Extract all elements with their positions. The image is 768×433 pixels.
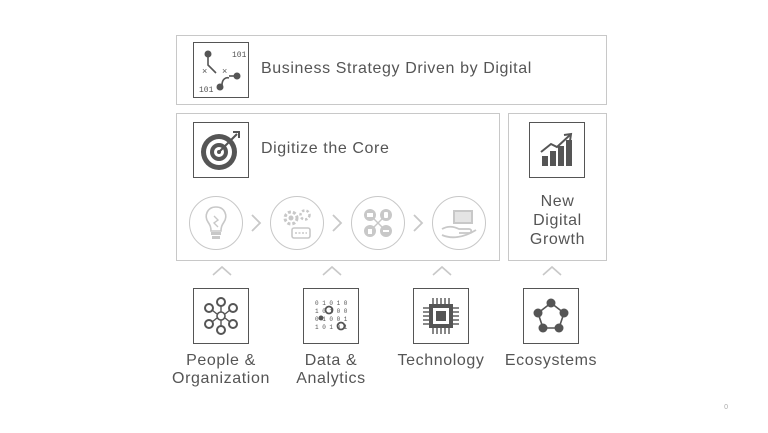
svg-text:101: 101 — [232, 51, 246, 60]
lightbulb-icon — [189, 196, 243, 250]
svg-text:1 0 1 0 1: 1 0 1 0 1 — [315, 324, 348, 331]
chip-icon — [413, 288, 469, 344]
pillar-line1: People & — [186, 352, 256, 369]
caret-up-icon — [542, 265, 562, 276]
pillar-label-ecosystems: Ecosystems — [491, 352, 611, 370]
pillar-line1: Ecosystems — [504, 352, 598, 369]
pillar-label-people: People & Organization — [161, 352, 281, 388]
hand-screen-icon — [432, 196, 486, 250]
growth-title: New Digital Growth — [508, 192, 607, 249]
chevron-right-icon — [332, 214, 343, 232]
ecosystem-network-icon — [523, 288, 579, 344]
caret-up-icon — [322, 265, 342, 276]
gears-process-icon — [270, 196, 324, 250]
pillar-line2: Organization — [172, 370, 270, 387]
svg-text:×: × — [202, 66, 207, 76]
strategy-title: Business Strategy Driven by Digital — [261, 60, 532, 77]
pillar-line1: Data & — [304, 352, 358, 369]
target-icon — [193, 122, 249, 178]
chevron-right-icon — [413, 214, 424, 232]
page-number: 0 — [724, 404, 728, 411]
caret-up-icon — [212, 265, 232, 276]
pillar-line2: Analytics — [296, 370, 366, 387]
growth-line1: New — [540, 193, 575, 210]
svg-text:101: 101 — [199, 86, 214, 95]
people-network-icon — [193, 288, 249, 344]
growth-line2: Digital — [533, 212, 582, 229]
caret-up-icon — [432, 265, 452, 276]
svg-text:×: × — [222, 66, 227, 76]
connected-devices-icon — [351, 196, 405, 250]
growth-line3: Growth — [529, 231, 586, 248]
svg-text:0 1 0 0 1: 0 1 0 0 1 — [315, 316, 348, 323]
strategy-play-icon: 101 101 × × — [193, 42, 249, 98]
pillar-line1: Technology — [397, 352, 485, 369]
core-title: Digitize the Core — [261, 140, 390, 157]
chevron-right-icon — [251, 214, 262, 232]
pillar-label-data: Data & Analytics — [271, 352, 391, 388]
data-grid-icon: 0 1 0 1 0 1 0 1 0 0 0 1 0 0 1 1 0 1 0 1 — [303, 288, 359, 344]
svg-text:0 1 0 1 0: 0 1 0 1 0 — [315, 300, 348, 307]
pillar-label-technology: Technology — [381, 352, 501, 370]
bar-chart-growth-icon — [529, 122, 585, 178]
